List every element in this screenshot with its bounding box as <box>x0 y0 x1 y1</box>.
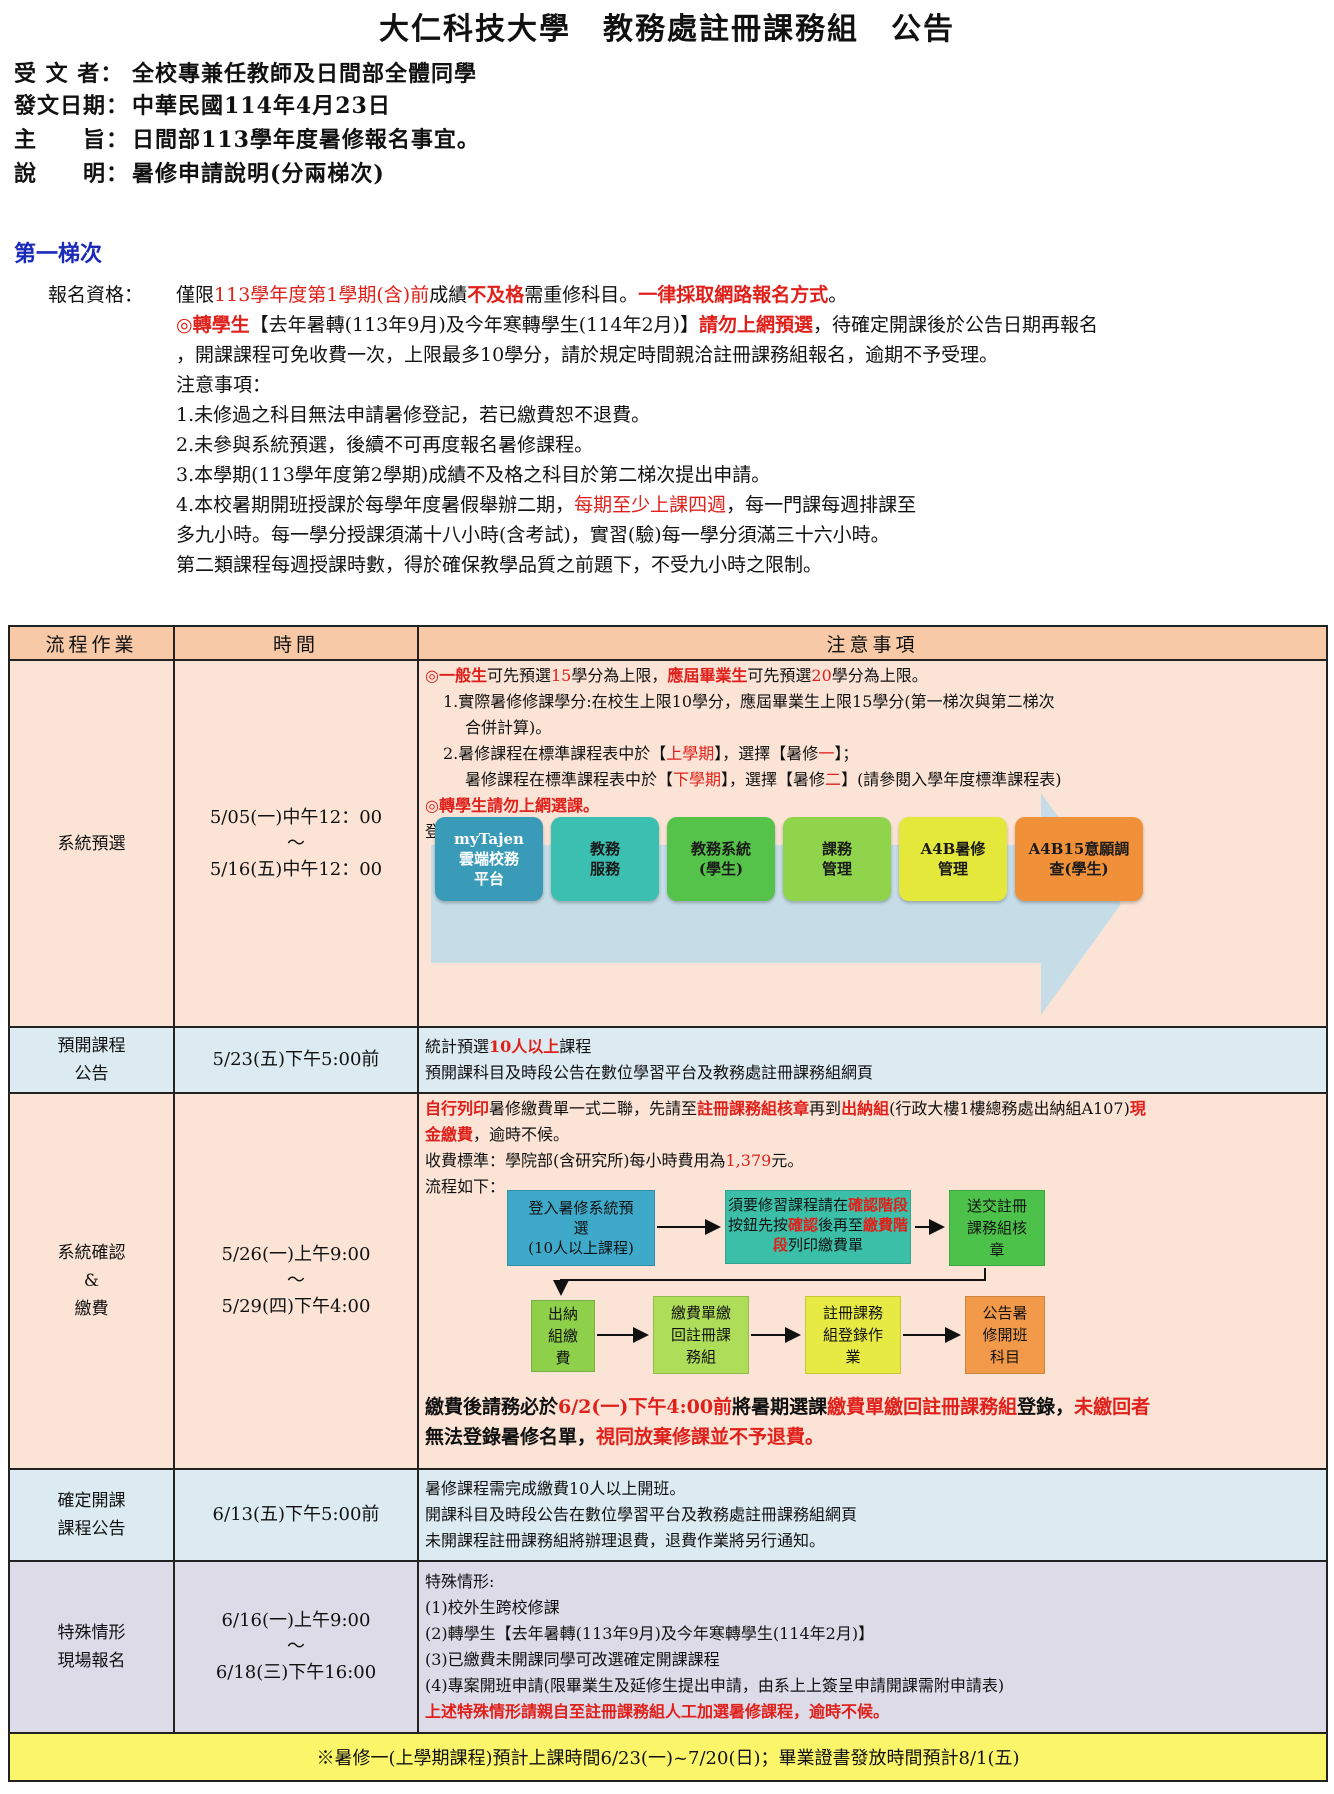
notes-cell: 自行列印暑修繳費單一式二聯，先請至註冊課務組核章再到出納組(行政大樓1樓總務處出… <box>417 1092 1328 1470</box>
table-footer: ※暑修一(上學期課程)預計上課時間6/23(一)~7/20(日)；畢業證書發放時… <box>8 1732 1328 1782</box>
special-item-1: (1)校外生跨校修課 <box>425 1598 560 1617</box>
flow-step-2: 須要修習課程請在確認階段按鈕先按確認後再至繳費階段列印繳費單 <box>725 1190 911 1264</box>
special-item-2: (2)轉學生【去年暑轉(113年9月)及今年寒轉學生(114年2月)】 <box>425 1624 875 1643</box>
step-cell: 預開課程公告 <box>8 1026 175 1094</box>
qualification-body: 僅限113學年度第1學期(含)前成績不及格需重修科目。一律採取網路報名方式。 ◎… <box>176 280 1326 580</box>
table-row: 確定開課課程公告 6/13(五)下午5:00前 暑修課程需完成繳費10人以上開班… <box>8 1468 1328 1562</box>
note-5: 多九小時。每一學分授課須滿十八小時(含考試)，實習(驗)每一學分須滿三十六小時。 <box>176 524 890 546</box>
subject-key: 主 旨： <box>14 127 130 153</box>
flow-arrows <box>553 1219 986 1343</box>
cash-line: 金繳費，逾時不候。 <box>425 1125 570 1144</box>
quota-line: ◎一般生可先預選15學分為上限，應屆畢業生可先預選20學分為上限。 <box>425 666 928 685</box>
special-item-4: (4)專案開班申請(限畢業生及延修生提出申請，由系上上簽呈申請開課需附申請表) <box>425 1676 1005 1695</box>
flow-step-4: 出納 組繳 費 <box>531 1300 595 1372</box>
flow-step-3: 送交註冊 課務組核 章 <box>949 1190 1045 1266</box>
process-table: 流程作業 時間 注意事項 系統預選 5/05(一)中午12：00～5/16(五)… <box>8 625 1328 1782</box>
announce-line: 預開課科目及時段公告在數位學習平台及教務處註冊課務組網頁 <box>425 1063 874 1082</box>
course-line-2: 暑修課程在標準課程表中於【下學期】，選擇【暑修二】(請參閱入學年度標準課程表) <box>465 770 1062 789</box>
subject-value: 日間部113學年度暑修報名事宜。 <box>132 127 480 153</box>
step-cell: 特殊情形現場報名 <box>8 1560 175 1734</box>
date-value: 中華民國114年4月23日 <box>132 93 391 119</box>
fee-line: 收費標準：學院部(含研究所)每小時費用為1,379元。 <box>425 1151 804 1170</box>
table-header: 流程作業 時間 注意事項 <box>8 625 1328 661</box>
print-line: 自行列印暑修繳費單一式二聯，先請至註冊課務組核章再到出納組(行政大樓1樓總務處出… <box>425 1099 1146 1118</box>
path-step-6: A4B15意願調 查(學生) <box>1015 817 1143 901</box>
explain-value: 暑修申請說明(分兩梯次) <box>132 161 385 187</box>
confirm-line-3: 未開課程註冊課務組將辦理退費，退費作業將另行通知。 <box>425 1531 826 1550</box>
date-key: 發文日期： <box>14 93 130 119</box>
payment-deadline: 繳費後請務必於6/2(一)下午4:00前將暑期選課繳費單繳回註冊課務組登錄，未繳… <box>425 1396 1151 1448</box>
header-step: 流程作業 <box>8 625 175 661</box>
explain-line: 說 明：暑修申請說明(分兩梯次) <box>14 156 385 188</box>
header-notes: 注意事項 <box>417 625 1328 661</box>
table-row: 系統預選 5/05(一)中午12：00～5/16(五)中午12：00 ◎一般生可… <box>8 659 1328 1028</box>
flow-step-1: 登入暑修系統預選(10人以上課程) <box>507 1190 655 1266</box>
note-6: 第二類課程每週授課時數，得於確保教學品質之前題下，不受九小時之限制。 <box>176 554 823 576</box>
recipient-key: 受 文 者： <box>14 61 124 87</box>
qual-line-2: ◎轉學生【去年暑轉(113年9月)及今年寒轉學生(114年2月)】請勿上網預選，… <box>176 314 1098 336</box>
notes-cell: 暑修課程需完成繳費10人以上開班。 開課科目及時段公告在數位學習平台及教務處註冊… <box>417 1468 1328 1562</box>
table-row: 預開課程公告 5/23(五)下午5:00前 統計預選10人以上課程 預開課科目及… <box>8 1026 1328 1094</box>
confirm-line-2: 開課科目及時段公告在數位學習平台及教務處註冊課務組網頁 <box>425 1505 858 1524</box>
step-cell: 系統確認&繳費 <box>8 1092 175 1470</box>
page-title: 大仁科技大學 教務處註冊課務組 公告 <box>379 12 955 47</box>
notes-title: 注意事項： <box>176 374 272 396</box>
qualification-label: 報名資格： <box>48 284 144 306</box>
note-4: 4.本校暑期開班授課於每學年度暑假舉辦二期，每期至少上課四週，每一門課每週排課至 <box>176 494 917 516</box>
note-1: 1.未修過之科目無法申請暑修登記，若已繳費恕不退費。 <box>176 404 651 426</box>
notes-cell: ◎一般生可先預選15學分為上限，應屆畢業生可先預選20學分為上限。 1.實際暑修… <box>417 659 1328 1028</box>
notes-cell: 特殊情形: (1)校外生跨校修課 (2)轉學生【去年暑轉(113年9月)及今年寒… <box>417 1560 1328 1734</box>
flow-label: 流程如下： <box>425 1177 506 1196</box>
subject-line: 主 旨：日間部113學年度暑修報名事宜。 <box>14 122 480 154</box>
flow-step-6: 註冊課務 組登錄作 業 <box>805 1296 901 1374</box>
credit-line-2: 合併計算)。 <box>465 718 552 737</box>
confirm-line-1: 暑修課程需完成繳費10人以上開班。 <box>425 1479 686 1498</box>
path-step-5: A4B暑修 管理 <box>899 817 1007 901</box>
transfer-warning: ◎轉學生請勿上網選課。 <box>425 796 599 815</box>
path-step-2: 教務 服務 <box>551 817 659 901</box>
date-line: 發文日期：中華民國114年4月23日 <box>14 88 391 120</box>
flow-step-5: 繳費單繳 回註冊課 務組 <box>653 1296 749 1374</box>
notes-cell: 統計預選10人以上課程 預開課科目及時段公告在數位學習平台及教務處註冊課務組網頁 <box>417 1026 1328 1094</box>
time-cell: 5/23(五)下午5:00前 <box>173 1026 419 1094</box>
recipient-value: 全校專兼任教師及日間部全體同學 <box>132 61 478 87</box>
path-step-3: 教務系統 (學生) <box>667 817 775 901</box>
step-cell: 系統預選 <box>8 659 175 1028</box>
explain-key: 說 明： <box>14 161 130 187</box>
credit-line-1: 1.實際暑修修課學分:在校生上限10學分，應屆畢業生上限15學分(第一梯次與第二… <box>443 692 1055 711</box>
special-warning: 上述特殊情形請親自至註冊課務組人工加選暑修課程，逾時不候。 <box>425 1702 890 1721</box>
course-line-1: 2.暑修課程在標準課程表中於【上學期】，選擇【暑修一】； <box>443 744 859 763</box>
flow-step-7: 公告暑 修開班 科目 <box>965 1296 1045 1374</box>
recipient-line: 受 文 者： 全校專兼任教師及日間部全體同學 <box>14 56 477 88</box>
time-cell: 6/13(五)下午5:00前 <box>173 1468 419 1562</box>
special-title: 特殊情形: <box>425 1572 495 1591</box>
section-heading: 第一梯次 <box>14 241 103 267</box>
qual-line-1: 僅限113學年度第1學期(含)前成績不及格需重修科目。一律採取網路報名方式。 <box>176 284 848 306</box>
footer-note: ※暑修一(上學期課程)預計上課時間6/23(一)~7/20(日)；畢業證書發放時… <box>8 1732 1328 1782</box>
path-step-4: 課務 管理 <box>783 817 891 901</box>
special-item-3: (3)已繳費未開課同學可改選確定開課課程 <box>425 1650 720 1669</box>
table-row: 特殊情形現場報名 6/16(一)上午9:00～6/18(三)下午16:00 特殊… <box>8 1560 1328 1734</box>
time-cell: 5/26(一)上午9:00～5/29(四)下午4:00 <box>173 1092 419 1470</box>
path-step-1: myTajen 雲端校務 平台 <box>435 817 543 901</box>
header-time: 時間 <box>173 625 419 661</box>
note-2: 2.未參與系統預選，後續不可再度報名暑修課程。 <box>176 434 594 456</box>
preselect-line: 統計預選10人以上課程 <box>425 1037 592 1056</box>
step-cell: 確定開課課程公告 <box>8 1468 175 1562</box>
table-row: 系統確認&繳費 5/26(一)上午9:00～5/29(四)下午4:00 自行列印… <box>8 1092 1328 1470</box>
note-3: 3.本學期(113學年度第2學期)成績不及格之科目於第二梯次提出申請。 <box>176 464 771 486</box>
time-cell: 5/05(一)中午12：00～5/16(五)中午12：00 <box>173 659 419 1028</box>
qual-line-3: ，開課課程可免收費一次，上限最多10學分，請於規定時間親洽註冊課務組報名，逾期不… <box>176 344 999 366</box>
time-cell: 6/16(一)上午9:00～6/18(三)下午16:00 <box>173 1560 419 1734</box>
